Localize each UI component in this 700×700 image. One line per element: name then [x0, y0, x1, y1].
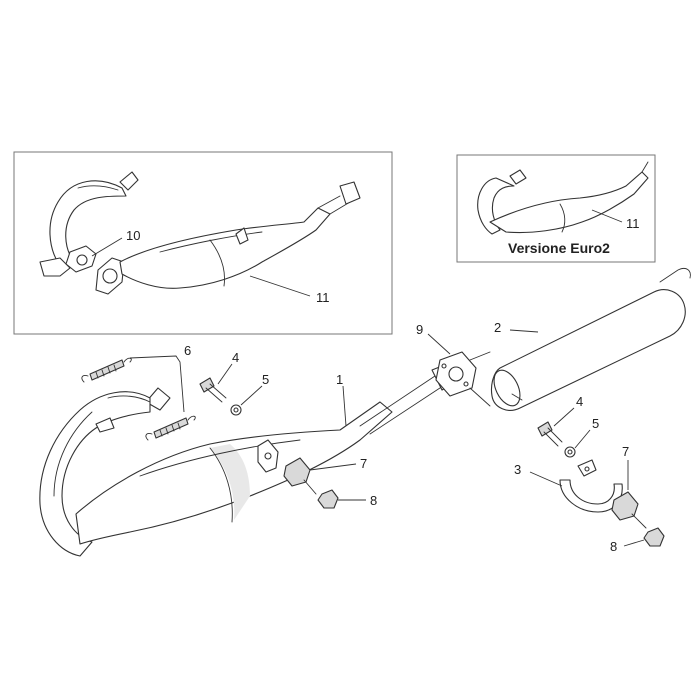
nut-8-left: 8: [317, 489, 377, 509]
rubber-mount-7-right: 7: [611, 444, 647, 529]
callout-10: 10: [126, 228, 140, 243]
bolt-4-right: 4: [537, 394, 583, 447]
springs-6: 6: [81, 343, 196, 441]
callout-6: 6: [184, 343, 191, 358]
washer-5-right: 5: [564, 416, 599, 458]
inset-flange: [95, 257, 125, 295]
callout-1: 1: [336, 372, 343, 387]
spring-upper: [81, 357, 132, 383]
caption-euro2: Versione Euro2: [508, 240, 610, 256]
bolt-4-left: 4: [199, 350, 239, 403]
nut-8-right: 8: [610, 527, 665, 554]
callout-2: 2: [494, 320, 501, 335]
euro2-exhaust: [477, 161, 649, 235]
callout-7b: 7: [622, 444, 629, 459]
callout-9: 9: [416, 322, 423, 337]
expansion-chamber-11: [119, 181, 361, 289]
callout-8b: 8: [610, 539, 617, 554]
inset-euro2-version: 11 Versione Euro2: [456, 154, 656, 263]
gasket-9: 9: [416, 322, 491, 407]
callout-3: 3: [514, 462, 521, 477]
clamp-3: 3: [514, 459, 623, 513]
callout-5a: 5: [262, 372, 269, 387]
callout-8a: 8: [370, 493, 377, 508]
rubber-mount-7-left: 7: [283, 456, 367, 495]
leader-11b: [591, 209, 623, 223]
spring-lower: [145, 415, 196, 441]
washer-5-left: 5: [230, 372, 269, 416]
leader-11a: [249, 275, 311, 297]
inset-header-pipe: [39, 171, 139, 277]
leader-1: [342, 385, 347, 427]
callout-11b: 11: [626, 216, 640, 231]
callout-11a: 11: [316, 290, 330, 305]
callout-5b: 5: [592, 416, 599, 431]
gasket-10: [65, 245, 97, 273]
callout-4b: 4: [576, 394, 583, 409]
exhaust-assembly-1: 1: [39, 365, 453, 557]
leader-10: [91, 237, 123, 257]
callout-7a: 7: [360, 456, 367, 471]
callout-4a: 4: [232, 350, 239, 365]
inset-standard-version: 10 11: [13, 151, 393, 335]
silencer-2: 2: [490, 267, 691, 411]
